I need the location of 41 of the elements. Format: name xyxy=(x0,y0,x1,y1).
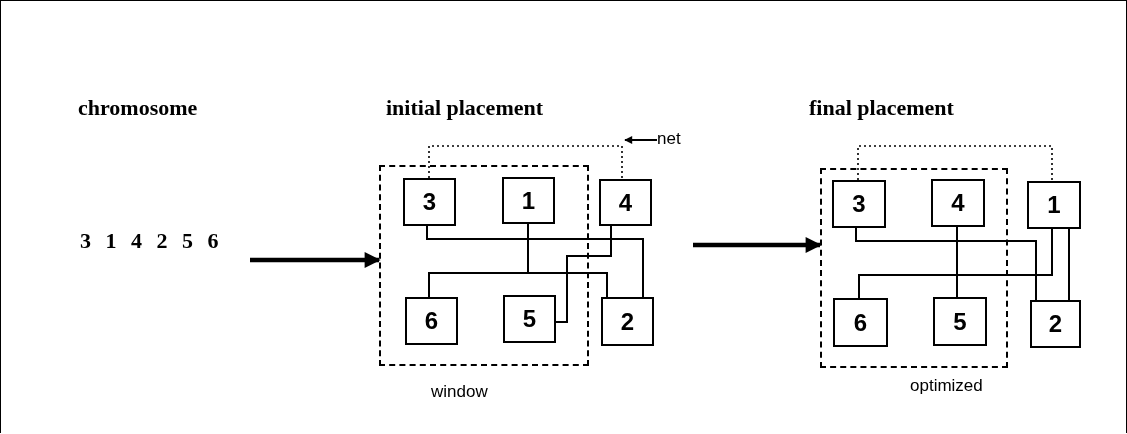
frame-caption: optimized xyxy=(910,376,983,396)
cell-number: 5 xyxy=(522,305,537,333)
wire xyxy=(555,225,612,323)
cell-number: 2 xyxy=(620,307,635,336)
cell-box xyxy=(832,180,886,228)
net-label: net xyxy=(657,129,681,149)
frame-caption: window xyxy=(431,382,488,402)
cell-number: 6 xyxy=(424,307,439,335)
cell-number: 4 xyxy=(951,189,965,217)
arrow xyxy=(250,252,381,268)
wire xyxy=(527,223,608,298)
cell-box xyxy=(933,297,987,346)
cell-number: 1 xyxy=(521,186,536,215)
cell-box xyxy=(1027,181,1081,229)
arrow xyxy=(693,237,822,253)
cell-box xyxy=(601,297,654,346)
chromosome-sequence: 3 1 4 2 5 6 xyxy=(80,228,250,262)
cell-number: 3 xyxy=(422,188,437,216)
cell-number: 5 xyxy=(953,307,967,336)
cell-box xyxy=(503,295,556,343)
wire xyxy=(956,226,958,298)
cell-number: 1 xyxy=(1047,191,1061,219)
cell-box xyxy=(599,179,652,226)
wire xyxy=(426,225,644,298)
cell-number: 6 xyxy=(853,308,868,337)
wire xyxy=(1068,228,1070,301)
net-line xyxy=(428,145,623,180)
section-heading: final placement xyxy=(809,95,954,121)
cell-box xyxy=(833,298,888,347)
cell-box xyxy=(403,178,456,226)
cell-box xyxy=(1030,300,1081,348)
cell-number: 2 xyxy=(1048,310,1063,338)
arrow xyxy=(624,136,658,144)
section-heading: initial placement xyxy=(386,95,544,121)
cell-box xyxy=(502,177,555,224)
net-line xyxy=(857,145,1053,182)
cell-number: 3 xyxy=(852,190,866,218)
cell-box xyxy=(931,179,985,227)
section-heading: chromosome xyxy=(78,95,198,121)
cell-box xyxy=(405,297,458,345)
cell-number: 4 xyxy=(618,188,633,217)
